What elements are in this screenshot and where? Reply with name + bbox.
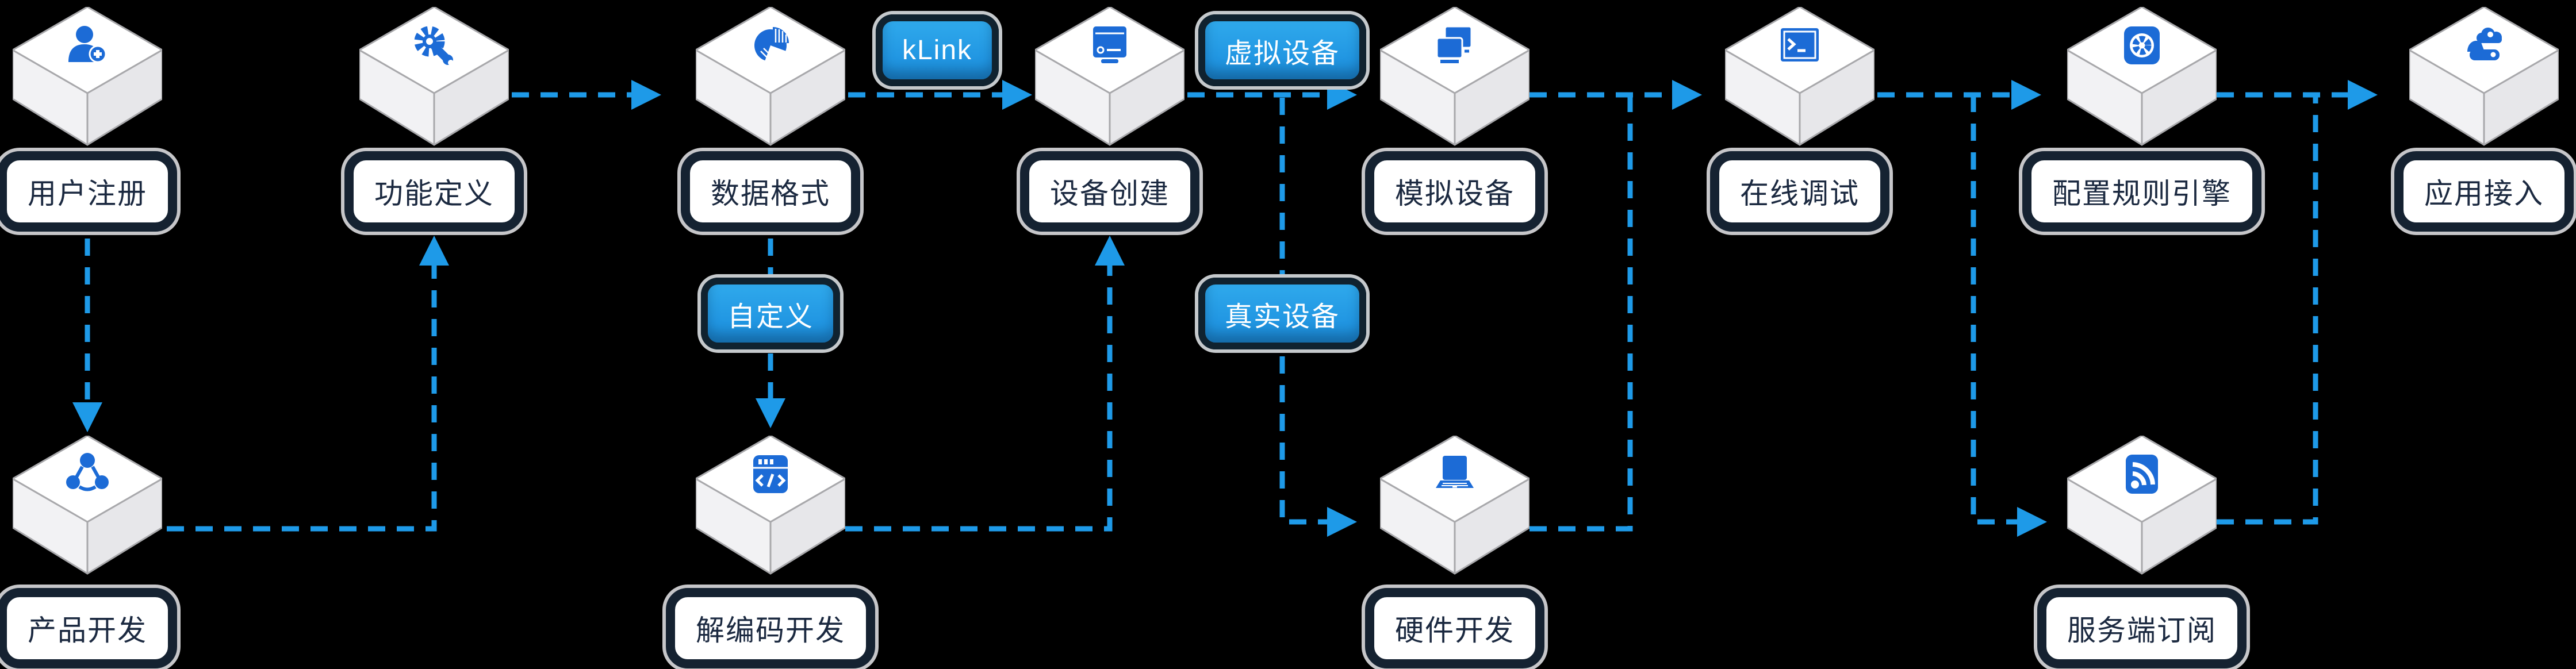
chip-klink: kLink — [875, 14, 999, 86]
isometric-cube — [13, 7, 162, 146]
node-label: 硬件开发 — [1365, 588, 1544, 668]
arrowhead-codec-dev-to-device-create — [1095, 236, 1125, 266]
connector-hardware-dev-to-online-debug — [1529, 95, 1633, 532]
node-label: 配置规则引擎 — [2022, 151, 2261, 232]
node-label: 产品开发 — [0, 588, 177, 668]
arrowhead-online-debug-to-rule-engine — [2011, 80, 2041, 110]
node-label: 服务端订阅 — [2037, 588, 2247, 668]
isometric-cube — [1380, 7, 1529, 146]
node-codec-dev: 解编码开发 — [666, 436, 875, 668]
node-simulate-device: 模拟设备 — [1365, 7, 1544, 232]
isometric-cube — [1380, 436, 1529, 575]
node-rule-engine: 配置规则引擎 — [2022, 7, 2261, 232]
arrowhead-device-create-to-hardware-dev — [1327, 507, 1357, 537]
node-label: 数据格式 — [681, 151, 860, 232]
arrowhead-data-format-to-codec-dev — [756, 398, 785, 428]
isometric-cube — [2067, 436, 2217, 575]
node-label: 功能定义 — [344, 151, 524, 232]
aperture-icon — [2124, 26, 2160, 64]
connector-server-subscribe-to-app-access — [2217, 95, 2318, 525]
arrowhead-simulate-device-to-online-debug — [1672, 80, 1702, 110]
chip-virtual-device: 虚拟设备 — [1198, 14, 1367, 86]
node-label: 设备创建 — [1020, 151, 1199, 232]
isometric-cube — [2409, 7, 2559, 146]
arrowhead-device-create-to-simulate-device — [1327, 80, 1357, 110]
node-online-debug: 在线调试 — [1710, 7, 1889, 232]
node-hardware-dev: 硬件开发 — [1365, 436, 1544, 668]
connector-product-dev-to-function-define — [167, 266, 437, 532]
node-device-create: 设备创建 — [1020, 7, 1199, 232]
arrowhead-user-register-to-product-dev — [72, 402, 102, 432]
node-data-format: 数据格式 — [681, 7, 860, 232]
arrowhead-function-define-to-data-format — [631, 80, 661, 110]
arrowhead-rule-engine-to-app-access — [2348, 80, 2378, 110]
arrowhead-product-dev-to-function-define — [419, 236, 449, 266]
node-label: 在线调试 — [1710, 151, 1889, 232]
rss-icon — [2126, 455, 2158, 494]
chip-real-device: 真实设备 — [1198, 278, 1367, 349]
isometric-cube — [1725, 7, 1874, 146]
isometric-cube — [13, 436, 162, 575]
isometric-cube — [696, 7, 845, 146]
code-window-icon — [753, 455, 788, 493]
terminal-icon — [1781, 28, 1819, 61]
chip-custom: 自定义 — [700, 278, 841, 349]
node-server-subscribe: 服务端订阅 — [2037, 436, 2247, 668]
isometric-cube — [1035, 7, 1184, 146]
node-app-access: 应用接入 — [2394, 7, 2574, 232]
node-label: 解编码开发 — [666, 588, 875, 668]
arrowhead-online-debug-to-server-subscribe — [2017, 507, 2047, 537]
node-label: 模拟设备 — [1365, 151, 1544, 232]
arrowhead-data-format-to-device-create — [1002, 80, 1032, 110]
node-user-register: 用户注册 — [0, 7, 177, 232]
node-function-define: 功能定义 — [344, 7, 524, 232]
isometric-cube — [2067, 7, 2217, 146]
connector-codec-dev-to-device-create — [845, 266, 1113, 532]
node-label: 应用接入 — [2394, 151, 2574, 232]
node-product-dev: 产品开发 — [0, 436, 177, 668]
node-label: 用户注册 — [0, 151, 177, 232]
isometric-cube — [696, 436, 845, 575]
isometric-cube — [359, 7, 509, 146]
connector-online-debug-to-server-subscribe — [1971, 95, 2017, 525]
